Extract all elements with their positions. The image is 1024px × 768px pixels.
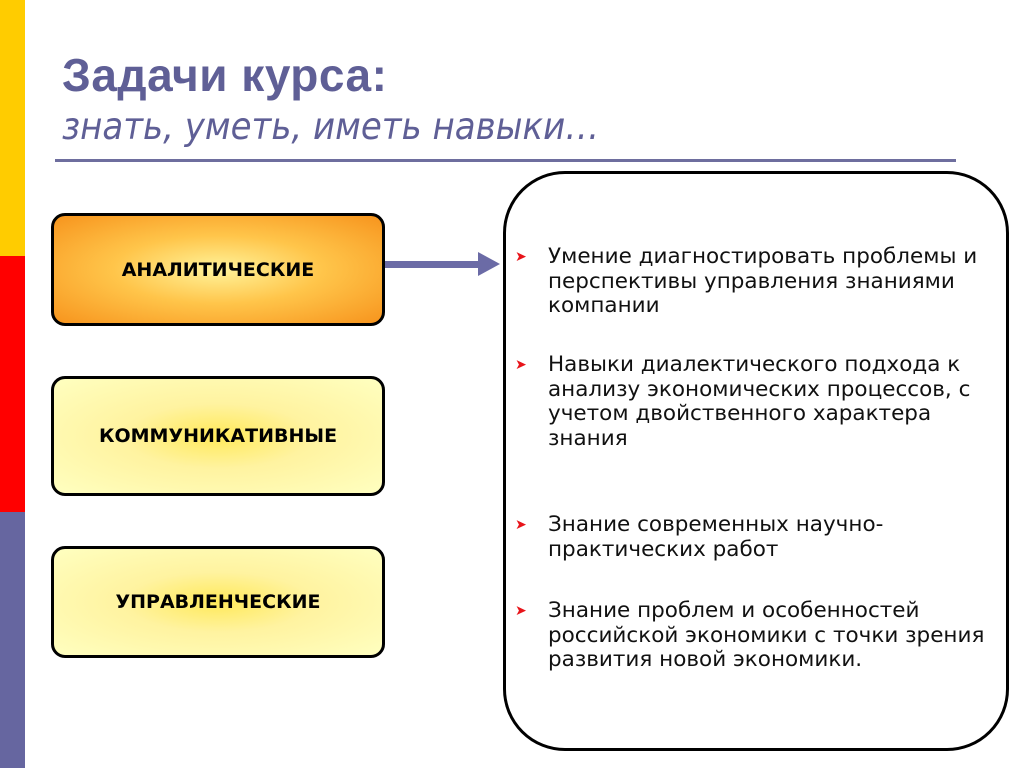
side-bar-slate: [0, 512, 25, 768]
title-divider: [55, 159, 956, 162]
connector-arrow-line: [385, 261, 480, 268]
list-item-text: Знание современных научно-практических р…: [548, 512, 884, 562]
arrowhead-bullet-icon: ➤: [515, 517, 527, 533]
list-item: ➤ Знание современных научно-практических …: [515, 512, 968, 562]
list-item: ➤ Навыки диалектического подхода к анализ…: [515, 352, 993, 451]
skills-panel: [503, 171, 1009, 751]
arrowhead-bullet-icon: ➤: [515, 249, 527, 265]
category-label: КОММУНИКАТИВНЫЕ: [98, 425, 338, 447]
category-label: УПРАВЛЕНЧЕСКИЕ: [115, 591, 321, 613]
arrow-right-icon: [478, 252, 500, 276]
list-item-text: Знание проблем и особенностей российской…: [548, 598, 985, 672]
list-item-text: Навыки диалектического подхода к анализу…: [548, 352, 971, 451]
slide-title: Задачи курса:: [62, 49, 388, 101]
arrowhead-bullet-icon: ➤: [515, 357, 527, 373]
category-analytical: АНАЛИТИЧЕСКИЕ: [51, 213, 385, 326]
category-managerial: УПРАВЛЕНЧЕСКИЕ: [51, 546, 385, 658]
slide-subtitle: знать, уметь, иметь навыки…: [62, 105, 600, 148]
category-communicative: КОММУНИКАТИВНЫЕ: [51, 376, 385, 496]
list-item: ➤ Знание проблем и особенностей российско…: [515, 598, 988, 673]
category-label: АНАЛИТИЧЕСКИЕ: [121, 258, 315, 281]
side-bar-red: [0, 256, 25, 512]
list-item-text: Умение диагностировать проблемы и перспе…: [548, 244, 978, 318]
arrowhead-bullet-icon: ➤: [515, 603, 527, 619]
list-item: ➤ Умение диагностировать проблемы и персп…: [515, 244, 998, 319]
side-bar-yellow: [0, 0, 25, 256]
